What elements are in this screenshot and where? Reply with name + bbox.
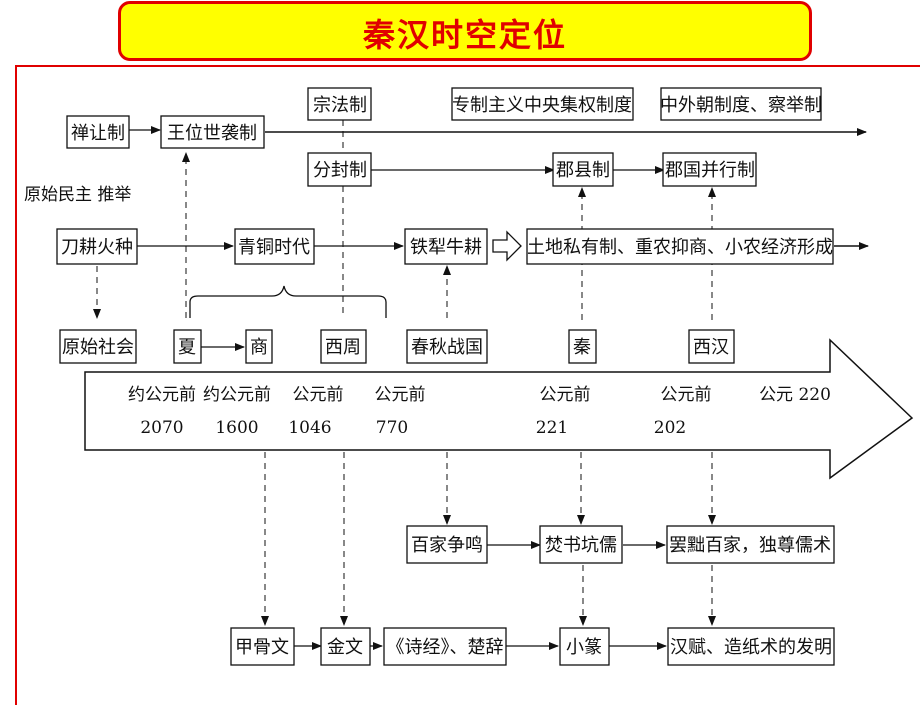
box-fenshu: [539, 525, 623, 564]
date-2-line1: 约公元前: [203, 385, 271, 405]
box-qingtong: [234, 228, 315, 265]
timeline-diagram: 禅让制 王位世袭制 宗法制 专制主义中央集权制度 中外朝制度、察举制 分封制 郡…: [24, 87, 914, 666]
date-7-line1: 公元 220: [759, 385, 831, 405]
label-yuanshi-minzhu: 原始民主 推举: [24, 185, 131, 205]
box-yuanshi-shehui: [59, 329, 137, 364]
label-yuanshi-shehui: 原始社会: [62, 337, 134, 358]
date-1-line1: 约公元前: [128, 385, 196, 405]
date-5-line2: 221: [536, 418, 568, 438]
box-zhongwai: [660, 87, 822, 121]
label-shijing: 《诗经》、楚辞: [387, 637, 504, 658]
box-fenfeng: [307, 152, 372, 187]
page-title: 秦汉时空定位: [362, 16, 567, 54]
label-tieli: 铁犁牛耕: [410, 237, 482, 258]
label-shang: 商: [250, 337, 268, 358]
date-2-line2: 1600: [215, 418, 258, 438]
date-1-line2: 2070: [140, 418, 183, 438]
content-frame: [15, 65, 920, 705]
date-3-line2: 1046: [288, 418, 331, 438]
box-xihan: [688, 329, 735, 364]
box-junguo: [662, 152, 757, 187]
label-qingtong: 青铜时代: [238, 237, 310, 258]
block-arrow: [492, 230, 522, 262]
label-xia: 夏: [178, 337, 196, 358]
box-chunqiu: [406, 329, 488, 364]
date-6-line2: 202: [654, 418, 686, 438]
label-zongfa: 宗法制: [313, 95, 367, 116]
label-xiaozhuan: 小篆: [566, 637, 602, 658]
box-baijia: [406, 525, 488, 564]
label-qin: 秦: [573, 337, 591, 358]
box-jiagu: [230, 627, 295, 666]
title-banner: 秦汉时空定位: [118, 1, 812, 61]
label-daogeng: 刀耕火种: [61, 237, 133, 258]
box-xizhou: [320, 329, 367, 364]
label-hanfu: 汉赋、造纸术的发明: [670, 637, 832, 658]
label-shanrang: 禅让制: [71, 123, 125, 144]
date-3-line1: 公元前: [293, 385, 344, 405]
box-xia: [173, 329, 202, 364]
date-5-line1: 公元前: [540, 385, 591, 405]
date-4-line2: 770: [376, 418, 408, 438]
label-junxian: 郡县制: [556, 160, 610, 181]
label-xizhou: 西周: [325, 337, 361, 358]
label-xihan: 西汉: [693, 337, 729, 358]
label-tudi: 土地私有制、重农抑商、小农经济形成: [527, 237, 833, 258]
box-daogeng: [56, 228, 138, 265]
label-junguo: 郡国并行制: [665, 160, 755, 181]
box-tieli: [404, 228, 488, 265]
label-bachu: 罢黜百家，独尊儒术: [669, 535, 831, 556]
label-fenshu: 焚书坑儒: [545, 535, 617, 556]
box-tudi: [526, 228, 834, 265]
label-zhuanzhi: 专制主义中央集权制度: [452, 95, 632, 116]
date-6-line1: 公元前: [661, 385, 712, 405]
label-fenfeng: 分封制: [313, 160, 367, 181]
box-qin: [568, 329, 597, 364]
box-zongfa: [307, 87, 372, 121]
box-hanfu: [667, 627, 835, 666]
date-4-line1: 公元前: [375, 385, 426, 405]
box-xiaozhuan: [559, 627, 610, 666]
label-baijia: 百家争鸣: [411, 535, 483, 556]
box-shanrang: [66, 115, 130, 149]
label-zhongwai: 中外朝制度、察举制: [660, 95, 822, 116]
label-jinwen: 金文: [327, 637, 363, 658]
box-shang: [245, 329, 273, 364]
label-wangwei: 王位世袭制: [167, 123, 257, 144]
box-jinwen: [320, 627, 371, 666]
curly-brace: [189, 285, 387, 318]
box-shijing: [383, 627, 507, 666]
box-bachu: [666, 525, 835, 564]
box-wangwei: [160, 115, 265, 149]
label-chunqiu: 春秋战国: [411, 337, 483, 358]
box-junxian: [552, 152, 614, 187]
box-zhuanzhi: [451, 87, 634, 121]
timeline-arrow: [84, 338, 914, 480]
label-jiagu: 甲骨文: [235, 637, 289, 658]
